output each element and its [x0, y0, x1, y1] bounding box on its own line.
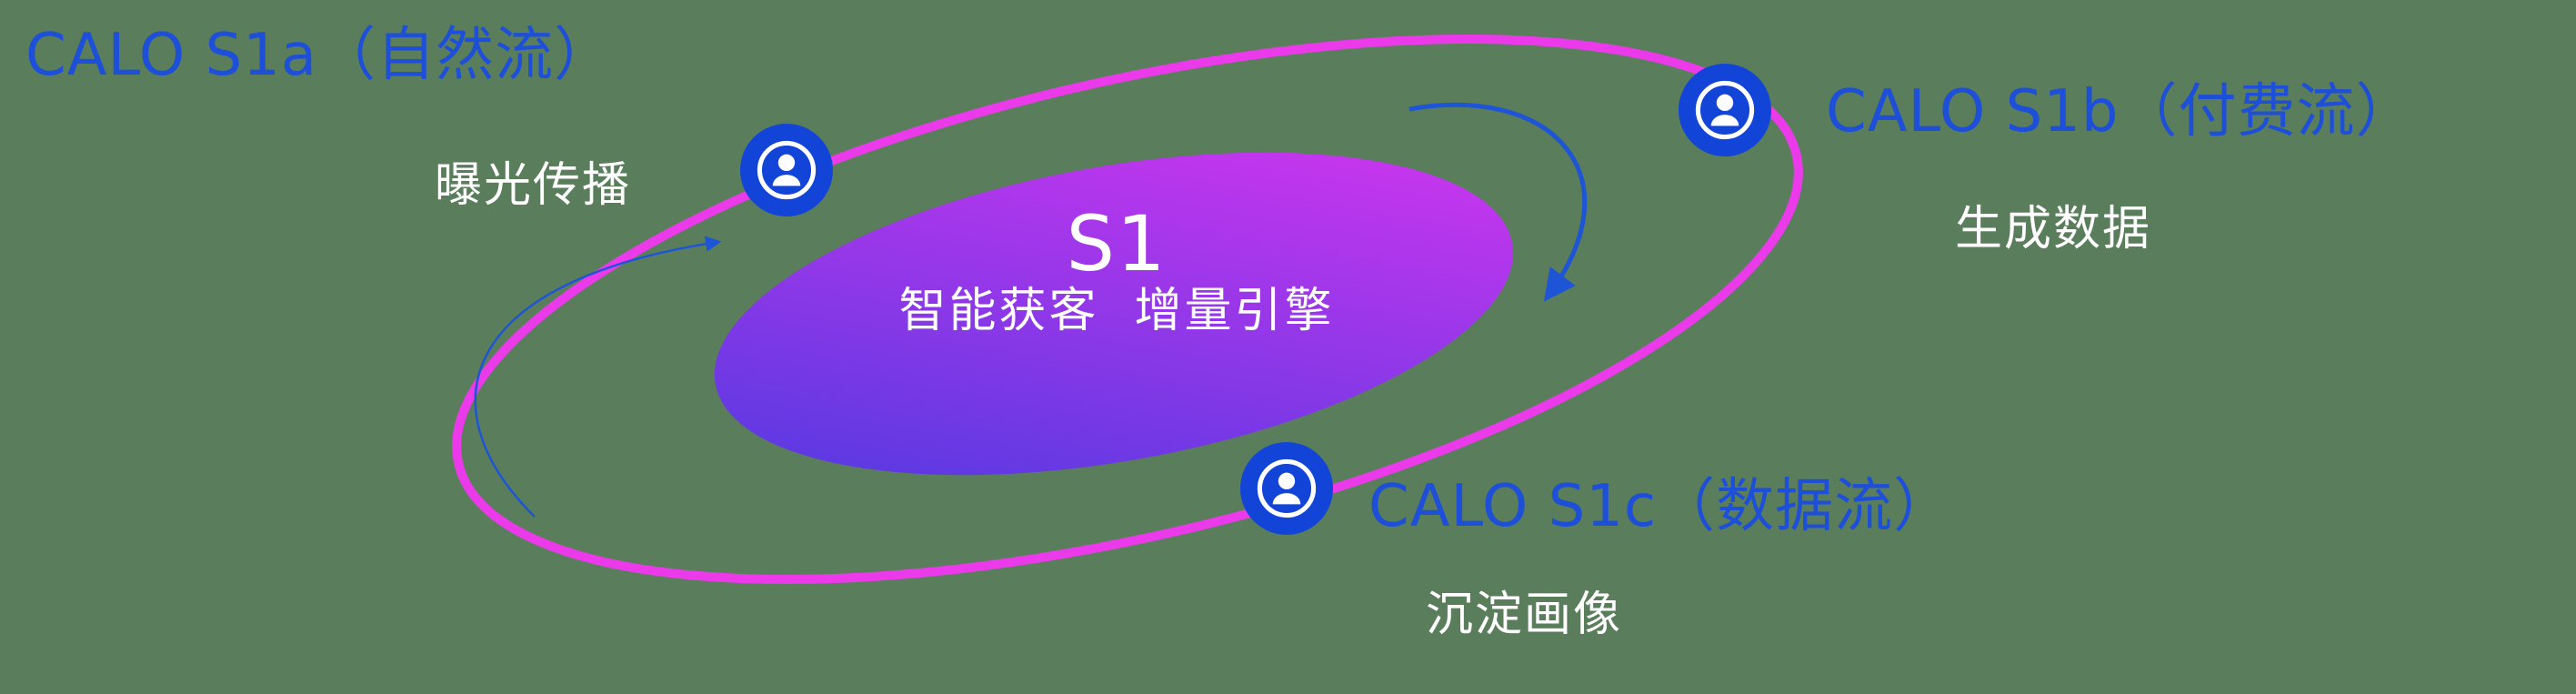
core-gradient-ellipse: [714, 152, 1514, 476]
icon-ring: [1257, 458, 1317, 518]
user-icon-s1a: [740, 124, 833, 216]
core-subtitle: 智能获客 增量引擎: [898, 284, 1335, 338]
icon-ring: [1695, 80, 1755, 140]
icon-person-body: [1710, 115, 1739, 126]
icon-person-body: [1272, 493, 1301, 505]
label-s1a-subtitle: 曝光传播: [435, 158, 632, 213]
icon-person-head: [1716, 94, 1734, 112]
icon-ring: [757, 140, 817, 200]
user-in-circle-icon: [1679, 64, 1771, 156]
user-in-circle-icon: [740, 124, 833, 216]
core-title: S1: [1066, 199, 1168, 288]
label-s1a-title: CALO S1a（自然流）: [25, 22, 614, 89]
arrow-left: [474, 236, 722, 518]
user-icon-s1c: [1240, 442, 1333, 535]
label-s1b-title: CALO S1b（付费流）: [1826, 78, 2415, 146]
label-s1b-subtitle: 生成数据: [1955, 202, 2152, 256]
label-s1c-subtitle: 沉淀画像: [1426, 588, 1623, 642]
label-s1c-title: CALO S1c（数据流）: [1368, 473, 1953, 540]
orbit-ring: [452, 35, 1803, 584]
icon-person-head: [1278, 472, 1296, 490]
icon-person-head: [777, 154, 796, 172]
arrow-top-right: [1408, 103, 1588, 302]
icon-person-body: [772, 175, 801, 186]
user-in-circle-icon: [1240, 442, 1333, 535]
user-icon-s1b: [1679, 64, 1771, 156]
